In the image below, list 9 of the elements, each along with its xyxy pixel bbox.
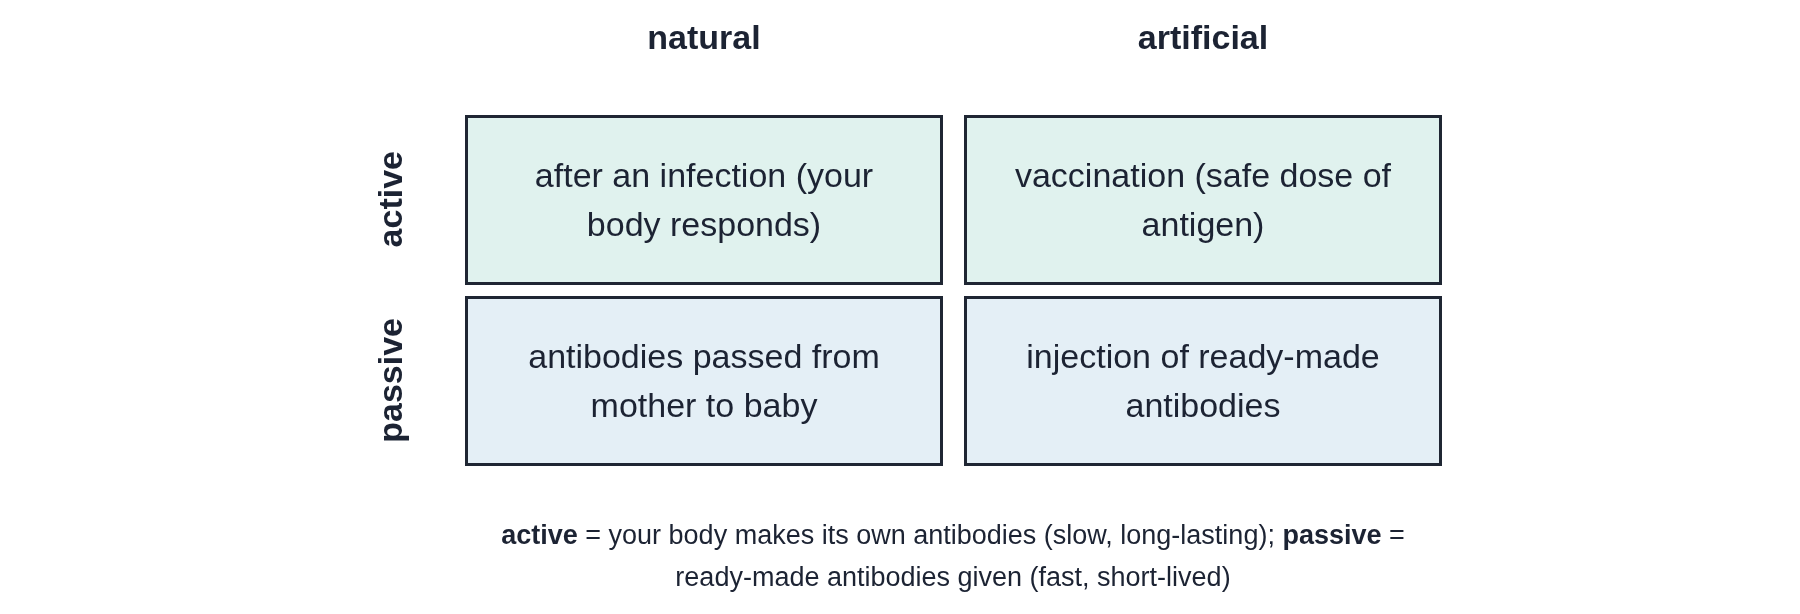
quadrant-box: injection of ready-made antibodies [964, 296, 1442, 466]
row-header: active [370, 150, 410, 248]
column-header: natural [647, 17, 761, 57]
row-header: passive [370, 317, 410, 443]
caption: active = your body makes its own antibodies (slow, long-lasting); passive = ready-made antibodies given (fast, short-lived) [500, 519, 1406, 594]
quadrant-box: after an infection (your body responds) [465, 115, 943, 285]
quadrant-box: vaccination (safe dose of antigen) [964, 115, 1442, 285]
quadrant-box: antibodies passed from mother to baby [465, 296, 943, 466]
column-header: artificial [1137, 17, 1269, 57]
